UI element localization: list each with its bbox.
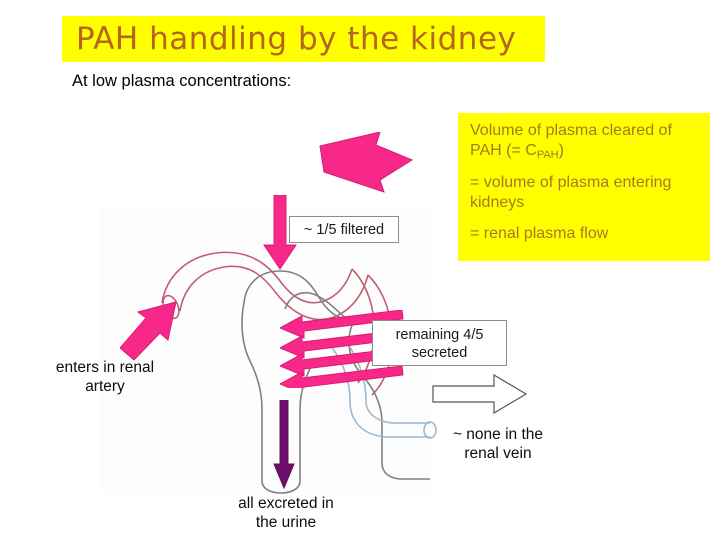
info-panel-line-3: = renal plasma flow — [470, 225, 609, 242]
callout-filtered: ~ 1/5 filtered — [289, 216, 399, 243]
annotation-renal-artery-line-1: enters in renal — [55, 359, 155, 376]
secretion-arrow — [280, 365, 404, 388]
annotation-renal-artery-line-2: artery — [85, 378, 125, 395]
renal-artery-inflow-arrow — [120, 301, 177, 361]
annotation-renal-artery: enters in renal artery — [25, 358, 185, 396]
callout-secreted-line-1: remaining 4/5 — [395, 327, 484, 343]
info-panel-line-1: Volume of plasma cleared of PAH (= CPAH) — [470, 121, 700, 162]
info-panel-line-1-text: Volume of plasma cleared of PAH (= C — [470, 122, 672, 159]
page-title: PAH handling by the kidney — [76, 21, 517, 57]
slide-title-highlight: PAH handling by the kidney — [62, 16, 545, 62]
filtration-down-arrow — [263, 195, 297, 270]
secretion-arrow — [280, 310, 404, 339]
annotation-renal-vein-line-1: ~ none in the — [452, 426, 544, 443]
info-panel-line-1-close: ) — [558, 142, 564, 159]
c-pah-subscript: PAH — [536, 149, 559, 161]
annotation-renal-vein-line-2: renal vein — [464, 445, 532, 462]
info-panel: Volume of plasma cleared of PAH (= CPAH)… — [458, 113, 710, 261]
annotation-urine-line-2: the urine — [255, 514, 317, 531]
annotation-renal-vein: ~ none in the renal vein — [418, 425, 578, 463]
annotation-urine: all excreted in the urine — [196, 494, 376, 532]
renal-vein-outflow-arrow — [432, 374, 528, 414]
urine-output-arrow — [273, 400, 295, 490]
slide-subtitle: At low plasma concentrations: — [72, 72, 292, 90]
annotation-urine-line-1: all excreted in — [238, 495, 334, 512]
callout-secreted: remaining 4/5 secreted — [372, 320, 507, 366]
info-panel-line-2: = volume of plasma entering kidneys — [470, 174, 672, 211]
plasma-inflow-arrow — [319, 132, 414, 193]
callout-secreted-line-2: secreted — [411, 345, 468, 361]
